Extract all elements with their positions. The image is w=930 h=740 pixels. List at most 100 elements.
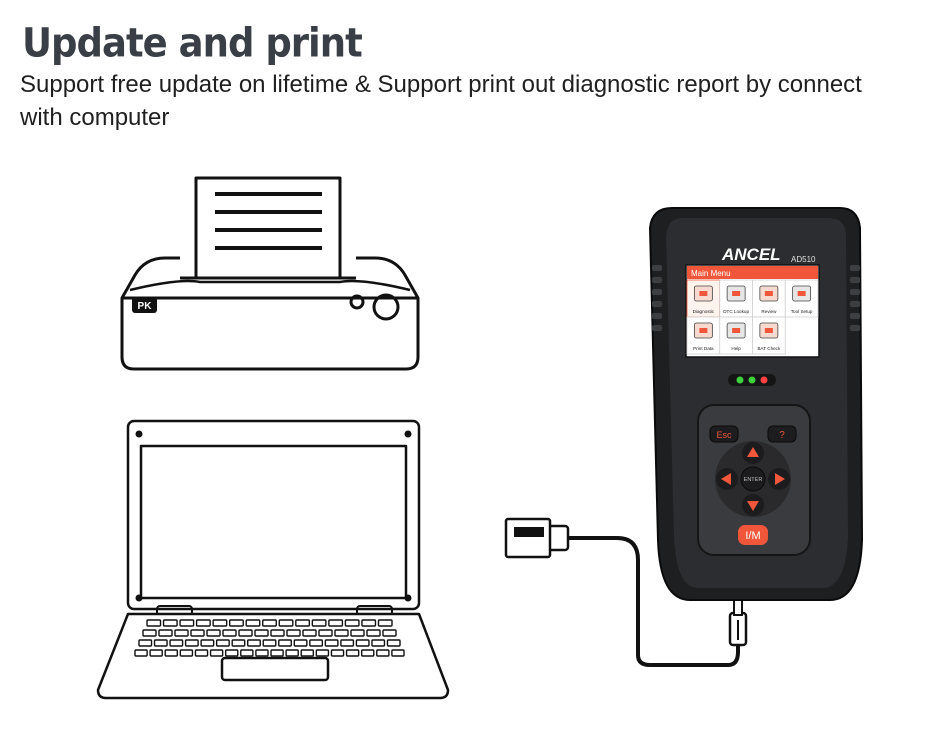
keyboard-key: [340, 639, 355, 647]
grip-ridges: [652, 265, 860, 331]
printer-small-button: [349, 294, 365, 310]
keyboard-key: [334, 629, 349, 637]
keyboard-key: [350, 629, 365, 637]
screen-title-bar: [687, 266, 818, 279]
keyboard-key: [200, 639, 215, 647]
keyboard-key: [169, 639, 184, 647]
right-arrow-icon: [775, 473, 785, 485]
device-brand: ANCEL: [721, 245, 781, 264]
keyboard-key: [376, 649, 390, 657]
keyboard-key: [360, 649, 375, 657]
keyboard-key: [209, 649, 224, 657]
keyboard-key: [382, 629, 397, 637]
keyboard-key: [149, 649, 163, 657]
menu-item-label: Diagnostic: [693, 309, 715, 314]
printer-badge-text: PK: [138, 301, 153, 312]
keyboard-key: [278, 619, 294, 627]
im-key: [738, 525, 768, 545]
esc-key-label: Esc: [716, 430, 732, 440]
keyboard-key: [158, 629, 173, 637]
keyboard-key: [300, 649, 315, 657]
keyboard-key: [278, 639, 292, 647]
screen-title: Main Menu: [691, 269, 731, 278]
keyboard-key: [231, 639, 246, 647]
keyboard-key: [254, 629, 269, 637]
keyboard-key: [311, 619, 327, 627]
menu-item[interactable]: Print Data: [686, 316, 721, 355]
menu-item-label: Help: [731, 346, 741, 351]
keyboard-key: [142, 629, 157, 637]
keyboard-key: [386, 639, 401, 647]
help-key-label: ?: [779, 430, 785, 441]
menu-item[interactable]: Review: [752, 279, 786, 318]
usb-a-plug: [504, 517, 552, 559]
keyboard-key: [195, 619, 211, 627]
device-model: AD510: [791, 255, 816, 264]
feature-description: Support free update on lifetime & Suppor…: [20, 71, 862, 131]
keyboard-key: [315, 649, 330, 657]
keyboard-key: [361, 619, 377, 627]
keyboard-key: [285, 649, 299, 657]
keyboard-key: [324, 639, 339, 647]
led-indicator: [760, 376, 768, 384]
menu-item-label: BAT Check: [757, 346, 781, 351]
keyboard-key: [247, 639, 261, 647]
printer-power-button: [372, 293, 400, 321]
down-arrow-icon: [747, 501, 759, 511]
keyboard-key: [377, 619, 393, 627]
keyboard-key: [286, 629, 301, 637]
video-playback-icon: [759, 285, 779, 302]
keyboard-key: [190, 629, 205, 637]
menu-item[interactable]: BAT Check: [752, 316, 786, 355]
menu-item-label: Review: [761, 309, 777, 314]
keyboard-key: [179, 619, 195, 627]
keyboard-key: [228, 619, 244, 627]
keyboard-key: [212, 619, 228, 627]
magnifier-icon: [726, 285, 746, 302]
obd-scanner-device: ANCEL AD510 Main Menu Diagnostic DTC Look…: [648, 207, 864, 601]
printer-illustration: [120, 176, 420, 371]
im-key-label: I/M: [745, 530, 760, 542]
laptop-touchpad: [220, 656, 330, 682]
printer-icon: [693, 322, 713, 339]
keyboard-key: [153, 639, 168, 647]
keyboard-key: [184, 639, 199, 647]
enter-key-label: ENTER: [744, 477, 763, 483]
keyboard-key: [318, 629, 333, 637]
keyboard-key: [179, 649, 194, 657]
keyboard-key: [238, 629, 253, 637]
keyboard-key: [134, 649, 148, 657]
up-arrow-icon: [747, 447, 759, 457]
keyboard-key: [330, 649, 345, 657]
usb-cable: [504, 517, 748, 667]
keyboard-key: [262, 619, 277, 627]
keyboard-key: [162, 619, 178, 627]
menu-item[interactable]: DTC Lookup: [719, 279, 753, 318]
laptop-lid: [126, 419, 421, 611]
left-arrow-icon: [721, 473, 731, 485]
keyboard-key: [194, 649, 209, 657]
led-indicator: [748, 376, 756, 384]
laptop-illustration: [96, 419, 450, 700]
keyboard-key: [222, 629, 237, 637]
page-heading: Update and print: [22, 20, 363, 67]
menu-item[interactable]: Tool Setup: [784, 279, 819, 318]
keyboard-key: [355, 639, 370, 647]
battery-icon: [759, 322, 779, 339]
keyboard-key: [215, 639, 230, 647]
keyboard-key: [344, 619, 360, 627]
menu-item[interactable]: Diagnostic: [686, 279, 721, 318]
keyboard-key: [206, 629, 221, 637]
menu-item[interactable]: Help: [719, 316, 753, 355]
keyboard-key: [293, 639, 308, 647]
keyboard-key: [270, 649, 284, 657]
keyboard-key: [295, 619, 311, 627]
keyboard-key: [262, 639, 277, 647]
keyboard-key: [138, 639, 153, 647]
keyboard-key: [174, 629, 189, 637]
wrench-screwdriver-icon: [792, 285, 812, 302]
help-icon: [726, 322, 746, 339]
laptop-screen: [139, 444, 408, 600]
